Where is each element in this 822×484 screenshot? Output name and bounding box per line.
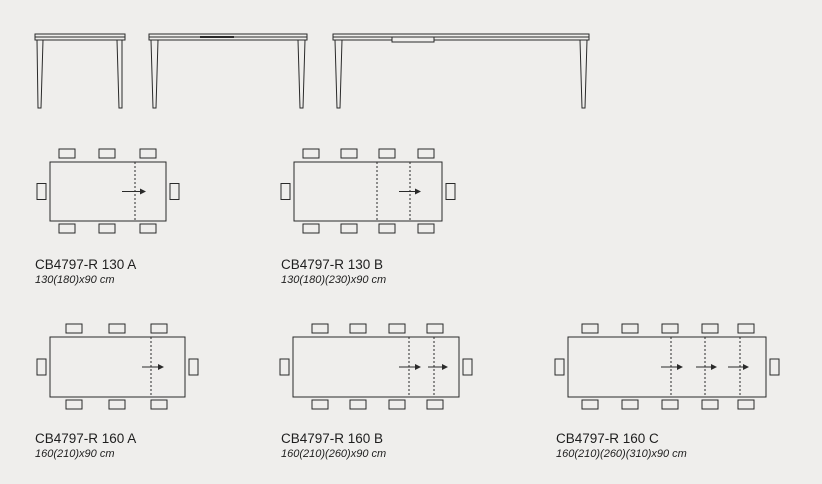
chair-bottom bbox=[661, 399, 679, 410]
dimensions-label: 160(210)(260)(310)x90 cm bbox=[556, 448, 687, 460]
model-label: CB4797-R 160 B bbox=[281, 431, 384, 446]
model-label: CB4797-R 160 A bbox=[35, 431, 137, 446]
chair-bottom bbox=[311, 399, 329, 410]
chair-bottom bbox=[65, 399, 83, 410]
chair-bottom bbox=[621, 399, 639, 410]
chair-right bbox=[445, 183, 456, 200]
dimensions-label: 160(210)x90 cm bbox=[35, 448, 115, 460]
chair-bottom bbox=[737, 399, 755, 410]
dimensions-label: 130(180)x90 cm bbox=[35, 274, 115, 286]
chair-top bbox=[65, 323, 83, 334]
chair-top bbox=[737, 323, 755, 334]
chair-top bbox=[417, 148, 435, 159]
chair-top bbox=[349, 323, 367, 334]
model-label: CB4797-R 130 B bbox=[281, 257, 384, 272]
chair-right bbox=[188, 358, 199, 376]
plan-view-160a bbox=[36, 323, 199, 410]
caption-130a: CB4797-R 130 A 130(180)x90 cm bbox=[35, 257, 136, 287]
chair-bottom bbox=[581, 399, 599, 410]
chair-bottom bbox=[58, 223, 76, 234]
side-view-extended bbox=[332, 33, 590, 109]
chair-top bbox=[98, 148, 116, 159]
dimensions-label: 160(210)(260)x90 cm bbox=[281, 448, 387, 460]
chair-top bbox=[701, 323, 719, 334]
chair-top bbox=[661, 323, 679, 334]
table-top bbox=[567, 336, 767, 398]
chair-left bbox=[554, 358, 565, 376]
chair-left bbox=[36, 358, 47, 376]
chair-top bbox=[581, 323, 599, 334]
model-label: CB4797-R 130 A bbox=[35, 257, 137, 272]
table-top bbox=[49, 161, 167, 222]
table-top bbox=[292, 336, 460, 398]
chair-bottom bbox=[388, 399, 406, 410]
chair-top bbox=[58, 148, 76, 159]
dimensions-label: 130(180)(230)x90 cm bbox=[281, 274, 387, 286]
chair-left bbox=[36, 183, 47, 200]
chair-top bbox=[108, 323, 126, 334]
model-label: CB4797-R 160 C bbox=[556, 431, 659, 446]
chair-bottom bbox=[108, 399, 126, 410]
chair-top bbox=[302, 148, 320, 159]
caption-130b: CB4797-R 130 B 130(180)(230)x90 cm bbox=[281, 257, 386, 287]
chair-bottom bbox=[150, 399, 168, 410]
chair-bottom bbox=[426, 399, 444, 410]
chair-left bbox=[280, 183, 291, 200]
chair-top bbox=[311, 323, 329, 334]
chair-bottom bbox=[378, 223, 396, 234]
chair-bottom bbox=[139, 223, 157, 234]
chair-bottom bbox=[701, 399, 719, 410]
chair-top bbox=[426, 323, 444, 334]
table-top bbox=[293, 161, 443, 222]
chair-top bbox=[150, 323, 168, 334]
chair-right bbox=[769, 358, 780, 376]
chair-right bbox=[169, 183, 180, 200]
plan-view-160b bbox=[279, 323, 473, 410]
chair-top bbox=[621, 323, 639, 334]
caption-160c: CB4797-R 160 C 160(210)(260)(310)x90 cm bbox=[556, 431, 687, 461]
plan-view-130b bbox=[280, 148, 456, 234]
side-view-long bbox=[148, 33, 308, 109]
table-top bbox=[49, 336, 186, 398]
chair-top bbox=[378, 148, 396, 159]
plan-view-160c bbox=[554, 323, 780, 410]
chair-bottom bbox=[340, 223, 358, 234]
side-view-closed bbox=[34, 33, 126, 109]
chair-top bbox=[388, 323, 406, 334]
chair-right bbox=[462, 358, 473, 376]
chair-top bbox=[340, 148, 358, 159]
chair-left bbox=[279, 358, 290, 376]
chair-bottom bbox=[302, 223, 320, 234]
chair-bottom bbox=[417, 223, 435, 234]
caption-160b: CB4797-R 160 B 160(210)(260)x90 cm bbox=[281, 431, 386, 461]
chair-bottom bbox=[349, 399, 367, 410]
chair-bottom bbox=[98, 223, 116, 234]
caption-160a: CB4797-R 160 A 160(210)x90 cm bbox=[35, 431, 136, 461]
plan-view-130a bbox=[36, 148, 180, 234]
chair-top bbox=[139, 148, 157, 159]
